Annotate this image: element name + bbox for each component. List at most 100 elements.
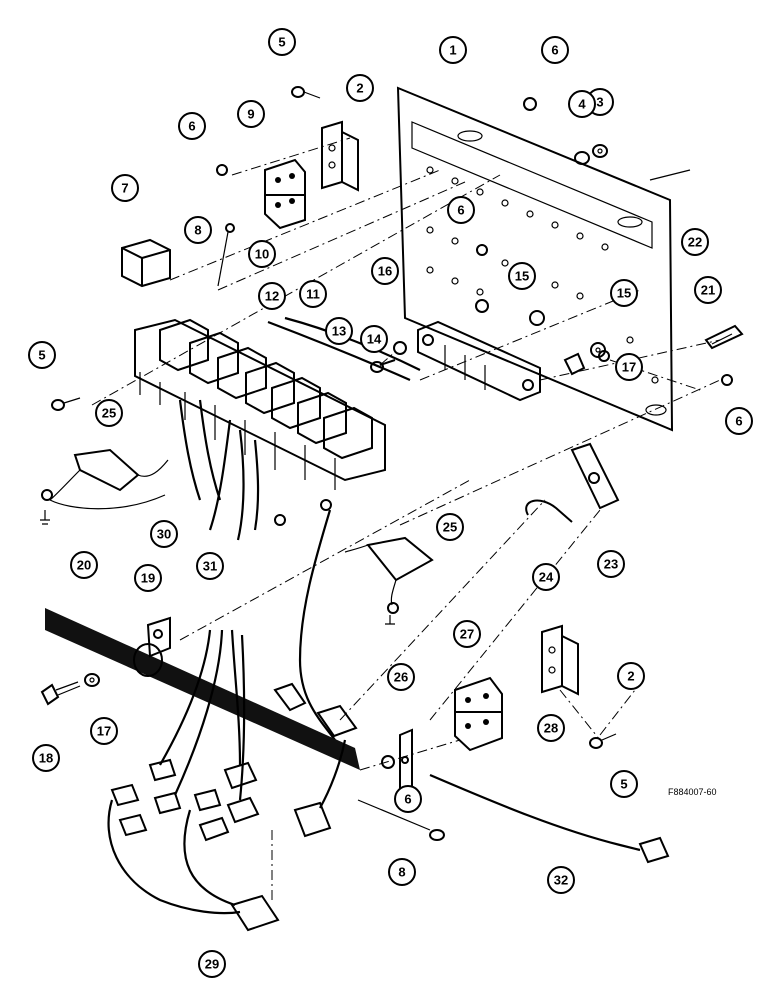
callout-26: 26 — [387, 663, 415, 691]
callout-9: 9 — [237, 100, 265, 128]
washer-3 — [592, 144, 608, 158]
callout-6-top: 6 — [541, 36, 569, 64]
callout-7: 7 — [111, 174, 139, 202]
svg-text:31: 31 — [203, 559, 217, 574]
svg-text:6: 6 — [457, 203, 464, 218]
screw-5-bottom — [589, 733, 617, 749]
nut-6-mid — [476, 244, 488, 256]
callout-25-left: 25 — [95, 399, 123, 427]
callout-2-top: 2 — [346, 74, 374, 102]
svg-text:2: 2 — [627, 669, 634, 684]
svg-text:11: 11 — [306, 287, 320, 302]
nut-6-left — [216, 164, 228, 176]
wire-11 — [284, 316, 421, 371]
harness-wires-31 — [236, 429, 260, 541]
svg-text:6: 6 — [404, 792, 411, 807]
screw-top — [291, 86, 321, 99]
svg-text:6: 6 — [735, 414, 742, 429]
callout-29: 29 — [198, 950, 226, 978]
svg-text:32: 32 — [554, 873, 568, 888]
svg-text:27: 27 — [460, 627, 474, 642]
callout-30: 30 — [150, 520, 178, 548]
callout-8-bottom: 8 — [388, 858, 416, 886]
svg-text:6: 6 — [551, 43, 558, 58]
callout-32: 32 — [547, 866, 575, 894]
callout-6-mid: 6 — [447, 196, 475, 224]
svg-text:15: 15 — [617, 286, 631, 301]
callout-1: 1 — [439, 36, 467, 64]
screw-5-left — [51, 397, 81, 411]
svg-text:8: 8 — [194, 223, 201, 238]
svg-text:13: 13 — [332, 324, 346, 339]
callout-15-right: 15 — [610, 279, 638, 307]
bracket-top — [321, 120, 359, 192]
svg-text:2: 2 — [356, 81, 363, 96]
svg-text:5: 5 — [620, 777, 627, 792]
callout-17-right: 17 — [615, 353, 643, 381]
svg-text:23: 23 — [604, 557, 618, 572]
callout-25-right: 25 — [436, 513, 464, 541]
svg-text:26: 26 — [394, 670, 408, 685]
relay-7 — [121, 238, 171, 288]
callout-6-left: 6 — [178, 112, 206, 140]
callout-5-left: 5 — [28, 341, 56, 369]
callout-20: 20 — [70, 551, 98, 579]
wire-12 — [267, 320, 411, 382]
terminal-8-bottom — [357, 799, 445, 841]
bracket-bottom — [541, 624, 579, 696]
nuts-15 — [475, 299, 610, 376]
svg-text:4: 4 — [578, 97, 586, 112]
svg-text:24: 24 — [539, 570, 554, 585]
callout-16: 16 — [371, 257, 399, 285]
svg-text:22: 22 — [688, 235, 702, 250]
bolt-18 — [40, 681, 81, 706]
svg-text:15: 15 — [515, 269, 529, 284]
cable-tie — [525, 499, 573, 523]
svg-text:25: 25 — [102, 406, 116, 421]
callout-24: 24 — [532, 563, 560, 591]
nut-6-bottom — [381, 755, 395, 769]
svg-text:30: 30 — [157, 527, 171, 542]
clip-19 — [146, 616, 171, 658]
diode-25-right — [344, 536, 434, 625]
svg-text:14: 14 — [367, 332, 382, 347]
callout-2-bottom: 2 — [617, 662, 645, 690]
washer-17 — [84, 673, 100, 687]
svg-text:1: 1 — [449, 43, 456, 58]
svg-text:5: 5 — [278, 35, 285, 50]
svg-text:6: 6 — [188, 119, 195, 134]
callout-18: 18 — [32, 744, 60, 772]
callout-22: 22 — [681, 228, 709, 256]
svg-text:20: 20 — [77, 558, 91, 573]
svg-text:28: 28 — [544, 721, 558, 736]
callout-11: 11 — [299, 280, 327, 308]
callout-10: 10 — [248, 240, 276, 268]
relay-bank — [134, 318, 386, 490]
switch-plate — [570, 442, 620, 510]
callout-17-left: 17 — [90, 717, 118, 745]
svg-text:10: 10 — [255, 247, 269, 262]
callout-27: 27 — [453, 620, 481, 648]
svg-text:12: 12 — [265, 289, 279, 304]
diode-25-left — [40, 448, 169, 525]
circuit-breaker-bottom — [454, 676, 503, 752]
figure-code: F884007-60 — [668, 787, 717, 797]
callout-8-top: 8 — [184, 216, 212, 244]
harness-sleeve — [45, 608, 360, 770]
svg-text:3: 3 — [596, 95, 603, 110]
connectors — [107, 629, 358, 932]
cable-32 — [429, 773, 641, 852]
callout-6-bottom: 6 — [394, 785, 422, 813]
svg-text:16: 16 — [378, 264, 392, 279]
terminal-8-top — [217, 223, 235, 287]
svg-text:29: 29 — [205, 957, 219, 972]
nut-6-right — [721, 374, 733, 386]
callout-31: 31 — [196, 552, 224, 580]
svg-text:5: 5 — [38, 348, 45, 363]
svg-text:17: 17 — [97, 724, 111, 739]
nut-4 — [574, 151, 590, 165]
callout-19: 19 — [134, 564, 162, 592]
callout-13: 13 — [325, 317, 353, 345]
callout-28: 28 — [537, 714, 565, 742]
